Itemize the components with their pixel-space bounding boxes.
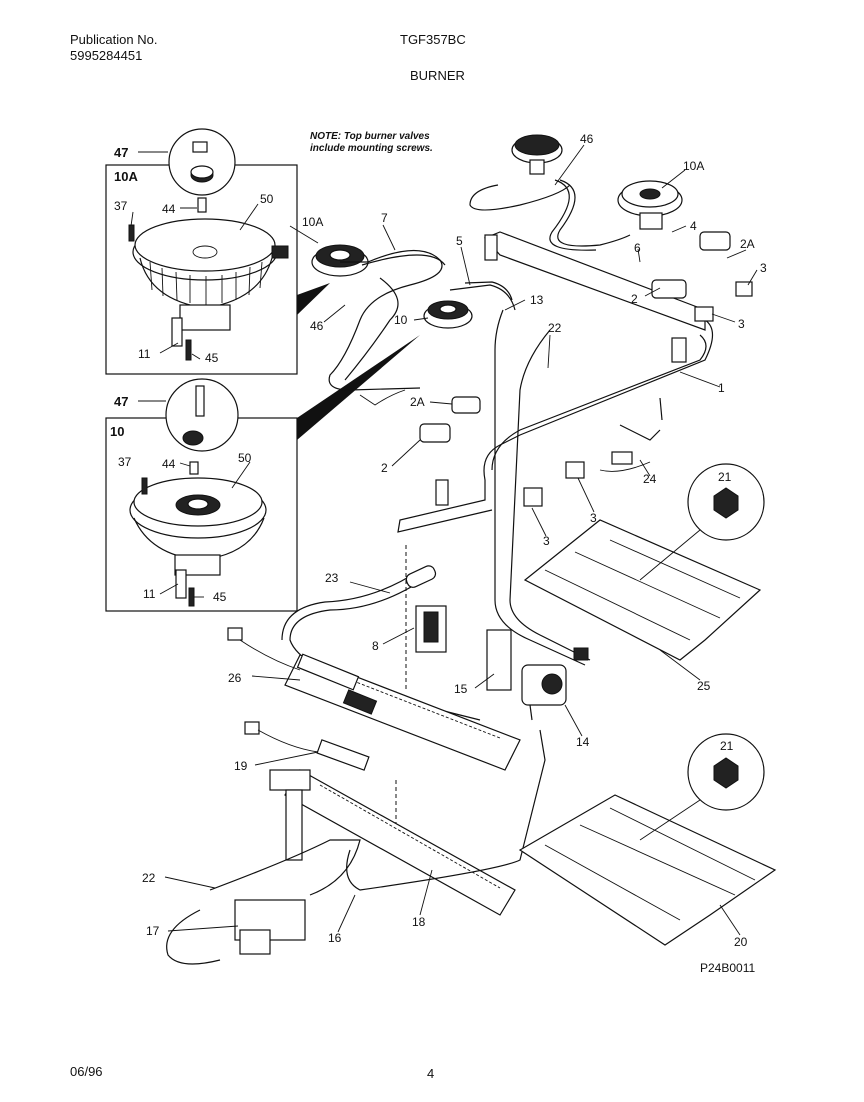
callout-2-right: 2 [631, 292, 638, 306]
callout-2-left: 2 [381, 461, 388, 475]
callout-21b: 21 [720, 739, 734, 753]
callout-10A-box: 10A [114, 169, 138, 184]
callout-15: 15 [454, 682, 468, 696]
publication-label: Publication No. [70, 32, 158, 47]
callout-2A-left: 2A [410, 395, 425, 409]
section-title: BURNER [410, 68, 465, 83]
note-line-2: include mounting screws. [310, 143, 433, 154]
callout-47b: 47 [114, 394, 128, 409]
callout-24: 24 [643, 472, 657, 486]
callout-18: 18 [412, 915, 426, 929]
footer-date: 06/96 [70, 1064, 103, 1079]
inset-10-pointer [297, 335, 420, 440]
callout-3-mid-1: 3 [590, 511, 597, 525]
callout-5: 5 [456, 234, 463, 248]
callout-labels: 47 10A 37 44 50 11 45 47 10 37 44 50 11 … [110, 132, 767, 975]
tubing [281, 179, 753, 830]
callout-46-top: 46 [580, 132, 594, 146]
inset-10A-pointer [297, 283, 330, 315]
leader-lines [164, 144, 758, 936]
callout-26: 26 [228, 671, 242, 685]
drip-shields [518, 463, 777, 946]
callout-19: 19 [234, 759, 248, 773]
diagram-code: P24B0011 [700, 961, 755, 975]
callout-45b: 45 [213, 590, 227, 604]
callout-10A-top: 10A [683, 159, 704, 173]
callout-37a: 37 [114, 199, 128, 213]
callout-10A-mid: 10A [302, 215, 323, 229]
valve-note: NOTE: Top burner valves include mounting… [310, 131, 433, 155]
inset-10A [105, 128, 298, 375]
callout-46-mid: 46 [310, 319, 324, 333]
callout-8: 8 [372, 639, 379, 653]
model-number: TGF357BC [400, 32, 466, 47]
publication-number: 5995284451 [70, 48, 143, 63]
callout-21a: 21 [718, 470, 732, 484]
callout-11b: 11 [143, 587, 156, 601]
callout-4: 4 [690, 219, 697, 233]
callout-23: 23 [325, 571, 339, 585]
callout-3-mid-2: 3 [543, 534, 550, 548]
callout-11a: 11 [138, 347, 151, 361]
callout-10-mid: 10 [394, 313, 408, 327]
callout-50b: 50 [238, 451, 252, 465]
callout-20: 20 [734, 935, 748, 949]
page-number: 4 [427, 1066, 435, 1081]
callout-17: 17 [146, 924, 160, 938]
note-line-1: NOTE: Top burner valves [310, 131, 430, 142]
callout-22-low: 22 [142, 871, 156, 885]
callout-44b: 44 [162, 457, 176, 471]
callout-22-mid: 22 [548, 321, 562, 335]
callout-6: 6 [634, 241, 641, 255]
callout-10-box: 10 [110, 424, 124, 439]
inset-10 [105, 378, 298, 612]
callout-2A-right: 2A [740, 237, 755, 251]
callout-25: 25 [697, 679, 711, 693]
callout-37b: 37 [118, 455, 132, 469]
callout-14: 14 [576, 735, 590, 749]
lower-burners [166, 605, 589, 965]
callout-47a: 47 [114, 145, 128, 160]
callout-16: 16 [328, 931, 342, 945]
callout-1: 1 [718, 381, 725, 395]
callout-3-right-1: 3 [760, 261, 767, 275]
callout-3-right-2: 3 [738, 317, 745, 331]
callout-50a: 50 [260, 192, 274, 206]
callout-7: 7 [381, 211, 388, 225]
callout-45a: 45 [205, 351, 219, 365]
callout-44a: 44 [162, 202, 176, 216]
callout-13: 13 [530, 293, 544, 307]
